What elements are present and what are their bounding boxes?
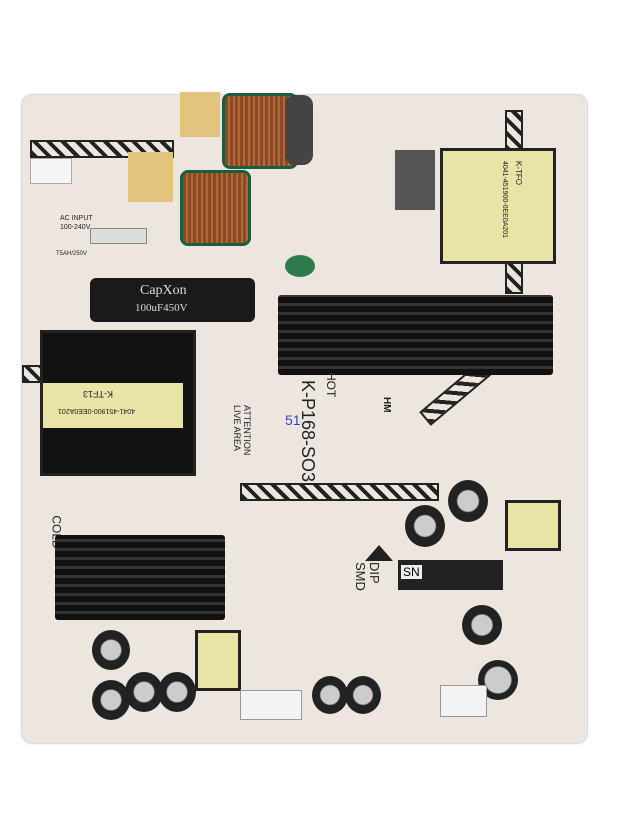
capacitor: [158, 672, 196, 712]
transformer-main: K-TFO 4041-451900-0EE0A201: [440, 148, 556, 264]
arrow-icon: [365, 545, 393, 561]
transformer-small: [505, 500, 561, 551]
output-connector: [240, 690, 302, 720]
capacitor: [312, 676, 348, 714]
heatsink-secondary: [55, 535, 225, 620]
attention-label: ATTENTION: [242, 405, 252, 456]
capacitor: [92, 630, 130, 670]
capacitor-brand: CapXon: [140, 283, 187, 298]
capacitor-rating: 100uF450V: [135, 302, 188, 314]
capacitor: [448, 480, 488, 522]
hot-label: HOT: [324, 372, 338, 398]
bridge-rectifier: [285, 95, 313, 165]
varistor: [285, 255, 315, 277]
fuse-rating: T5AH/250V: [56, 251, 88, 257]
sn-label: SN: [401, 565, 422, 579]
capacitor: [462, 605, 502, 645]
board-model: K-P168-SO3: [298, 380, 318, 483]
smd-label: SMD: [353, 562, 368, 591]
live-area-label: LIVE AREA: [232, 405, 242, 452]
capacitor: [405, 505, 445, 547]
transformer-standby: [195, 630, 241, 691]
handwritten-mark: 51: [285, 412, 301, 428]
x-capacitor: [128, 152, 173, 202]
transformer-code: K-TFO: [514, 161, 523, 185]
isolation-hatch: [240, 483, 439, 501]
common-mode-choke: [180, 170, 251, 246]
transformer-label-area: K-TF13 4041-451900-0EE0A201: [43, 383, 183, 428]
heatsink-main: [278, 295, 553, 375]
output-connector: [440, 685, 487, 717]
serial-number-box: SN: [398, 560, 503, 590]
transformer-part: 4041-451900-0EE0A201: [58, 407, 136, 414]
ac-voltage-label: 100-240V: [60, 224, 91, 231]
transformer-part: 4041-451900-0EE0A201: [501, 161, 508, 239]
bulk-capacitor: CapXon 100uF450V: [90, 278, 255, 322]
x-capacitor: [180, 92, 220, 137]
ac-connector: [30, 158, 72, 184]
hm-mark: HM: [381, 397, 392, 413]
power-component: [395, 150, 435, 210]
transformer-pfc: K-TF13 4041-451900-0EE0A201: [40, 330, 196, 476]
ac-input-label: AC INPUT: [60, 215, 93, 222]
fuse: [90, 228, 147, 244]
transformer-code: K-TF13: [83, 389, 114, 399]
capacitor: [92, 680, 130, 720]
capacitor: [125, 672, 163, 712]
capacitor: [345, 676, 381, 714]
dip-label: DIP: [367, 562, 382, 584]
